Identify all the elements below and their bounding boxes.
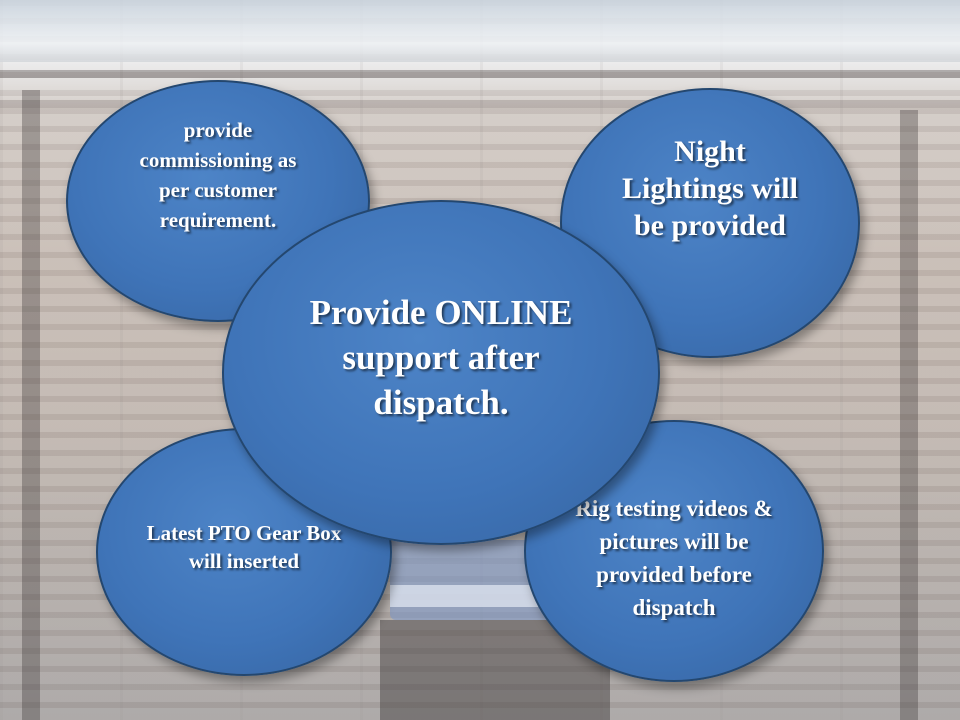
bubble-rig-testing-label: Rig testing videos & pictures will be pr… bbox=[575, 496, 773, 620]
bubble-night-lightings-label: Night Lightings will be provided bbox=[622, 134, 798, 242]
bubble-commissioning-label: provide commissioning as per customer re… bbox=[139, 118, 297, 232]
bubble-online-support: Provide ONLINE support after dispatch. bbox=[222, 200, 660, 545]
steel-pillar bbox=[22, 90, 40, 720]
roof-panel bbox=[0, 0, 960, 62]
bubble-pto-gear-box-label: Latest PTO Gear Box will inserted bbox=[146, 521, 342, 573]
bubble-online-support-label: Provide ONLINE support after dispatch. bbox=[309, 293, 573, 422]
roof-beam bbox=[0, 100, 960, 108]
steel-pillar bbox=[900, 110, 918, 720]
roof-beam bbox=[0, 70, 960, 78]
